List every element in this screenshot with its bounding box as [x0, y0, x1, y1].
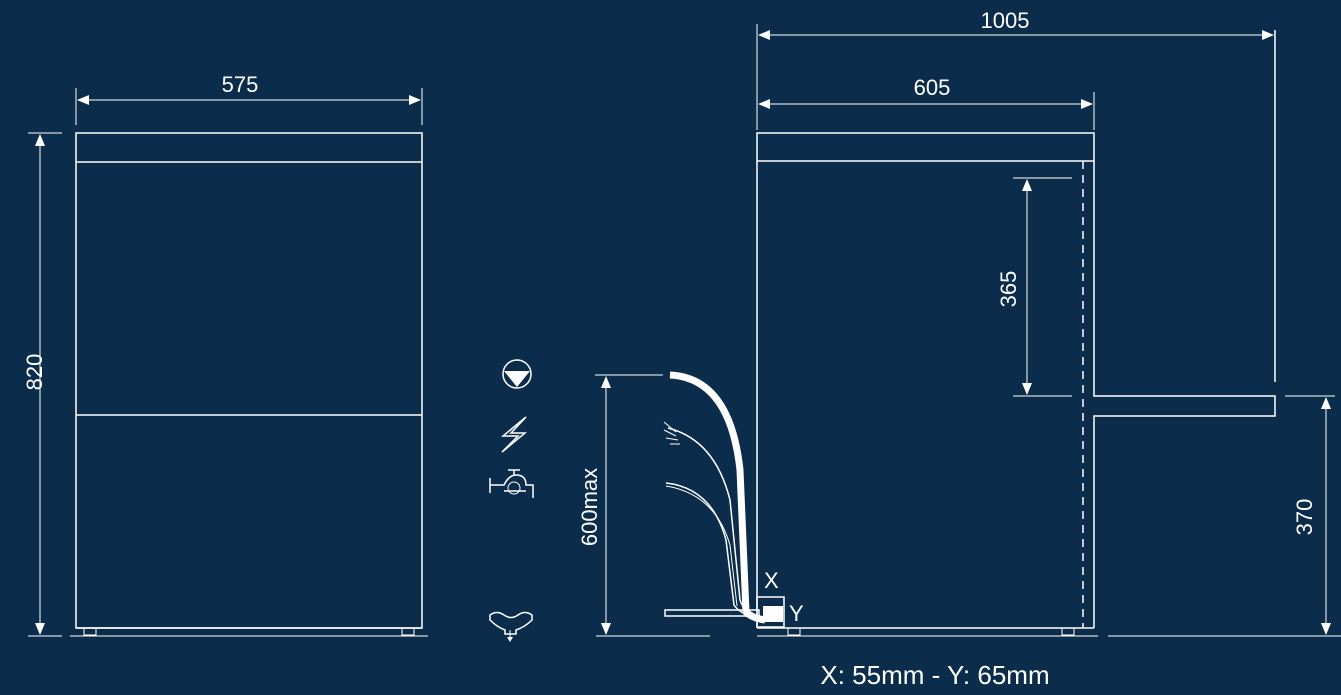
- electricity-icon: [500, 416, 528, 453]
- front-foot-right: [401, 627, 415, 636]
- drain-hose: [669, 371, 766, 624]
- drain-pump-icon: [502, 359, 532, 389]
- upper-gap-label: 365: [996, 271, 1021, 308]
- side-view: X Y 1005 605 365 370: [756, 8, 1341, 637]
- side-top-panel: [756, 132, 1095, 162]
- x-label: X: [764, 568, 779, 593]
- connection-box: X Y: [756, 568, 804, 628]
- front-width-label: 575: [222, 72, 259, 97]
- hoses: [663, 371, 766, 624]
- hose-height-label: 600max: [577, 468, 602, 546]
- front-view: 575 820: [22, 72, 428, 637]
- water-hose: [665, 482, 756, 618]
- front-body-outline: [75, 132, 423, 629]
- side-foot-front: [787, 627, 801, 636]
- power-cable: [667, 427, 761, 619]
- overall-depth-label: 1005: [981, 8, 1030, 33]
- front-height-dimension: 820: [22, 132, 62, 637]
- rest-height-label: 370: [1292, 499, 1317, 536]
- y-label: Y: [789, 601, 804, 626]
- side-foot-rear: [1061, 627, 1075, 636]
- upper-gap-dimension: 365: [996, 177, 1072, 397]
- front-foot-left: [83, 627, 97, 636]
- water-tap-icon: [489, 469, 534, 498]
- xy-caption: X: 55mm - Y: 65mm: [820, 660, 1049, 690]
- connection-icons: [489, 359, 534, 642]
- front-width-dimension: 575: [75, 72, 423, 125]
- hose-height-dimension: 600max: [577, 374, 710, 637]
- body-depth-label: 605: [914, 75, 951, 100]
- floor-drain-icon: [489, 611, 533, 642]
- rest-height-dimension: 370: [1285, 395, 1335, 635]
- side-rear-profile: [1093, 161, 1276, 628]
- body-depth-dimension: 605: [758, 75, 1095, 130]
- drain-pipe: [664, 609, 760, 617]
- overall-depth-dimension: 1005: [756, 8, 1274, 130]
- front-height-label: 820: [22, 354, 47, 391]
